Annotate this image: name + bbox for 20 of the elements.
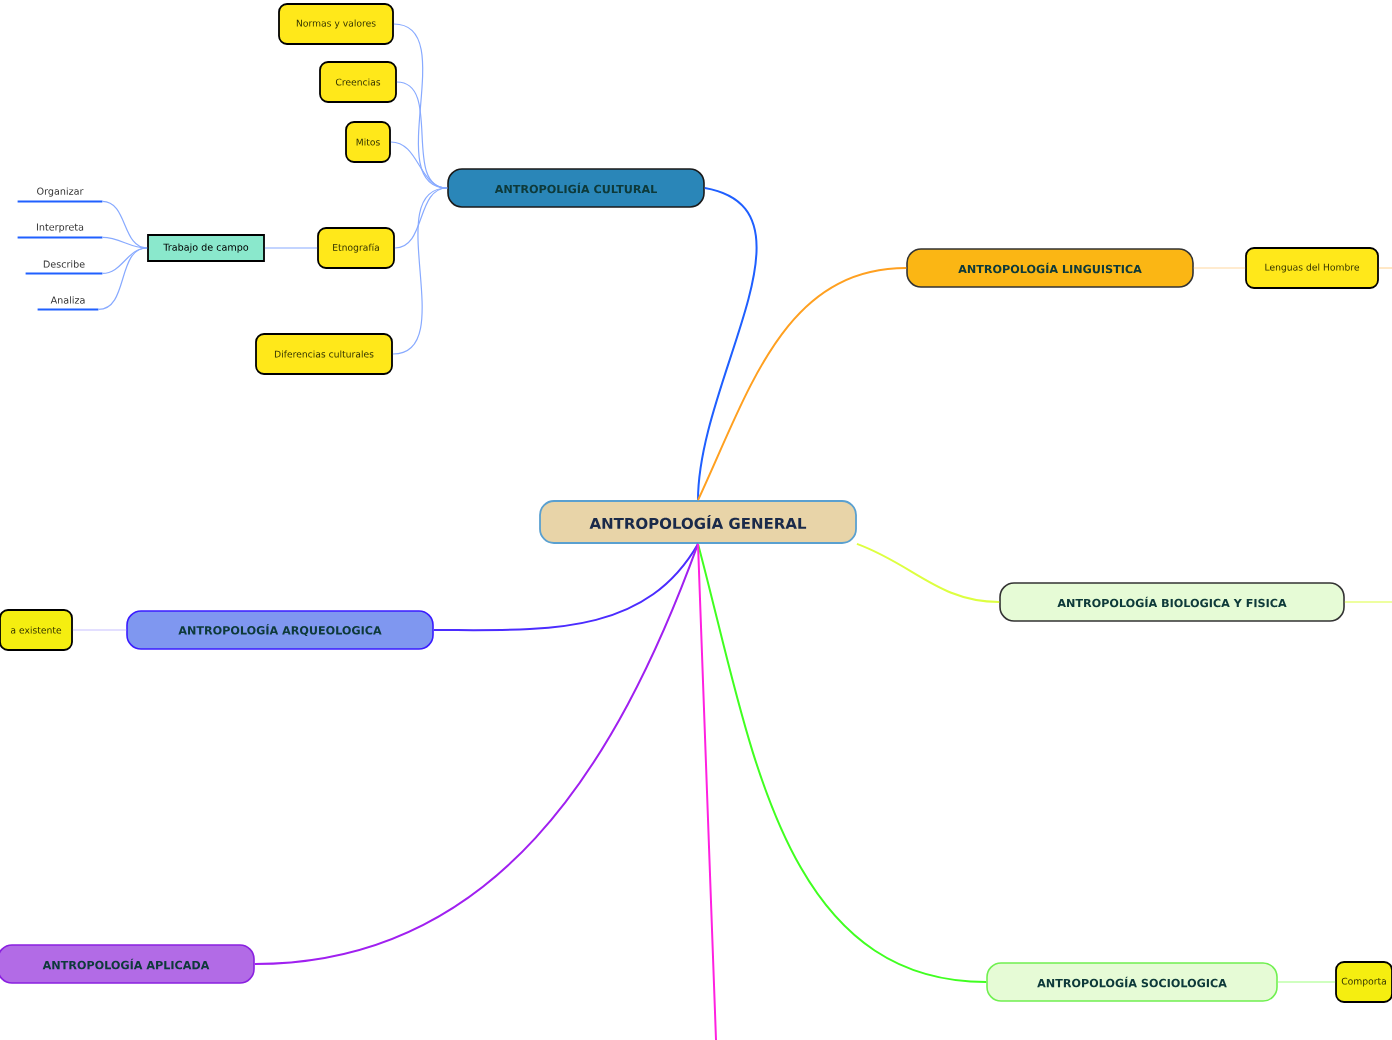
connector: [101, 200, 148, 249]
connector: [432, 542, 699, 632]
connector: [697, 187, 758, 502]
connector: [697, 542, 988, 983]
connector: [855, 542, 1001, 603]
connector: [390, 141, 448, 189]
connector: [1193, 267, 1246, 269]
connector: [253, 542, 699, 965]
connector: [394, 187, 448, 249]
connector: [697, 542, 717, 1040]
connector: [97, 247, 148, 310]
connector: [1277, 981, 1336, 983]
connector: [101, 247, 148, 274]
connector: [1344, 601, 1392, 603]
connector: [72, 629, 127, 631]
connector: [392, 187, 448, 355]
connector: [264, 247, 318, 249]
connector: [1378, 267, 1392, 269]
connector: [101, 236, 148, 249]
connector: [697, 267, 908, 502]
